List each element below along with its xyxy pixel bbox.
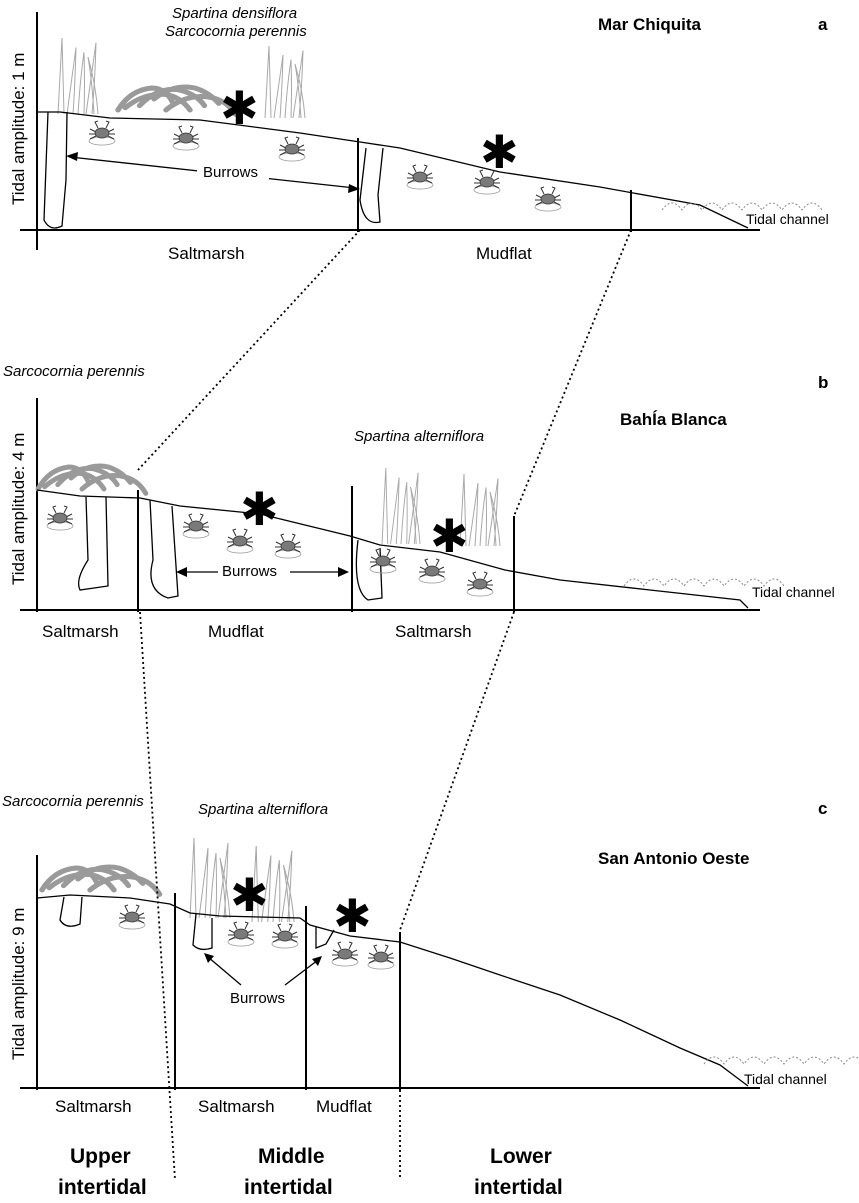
panel-b-channel-label: Tidal channel [752, 584, 835, 600]
sarcocornia-plant [42, 867, 160, 894]
burrow-outline [359, 147, 384, 224]
panel-b-site-name: BahÍa Blanca [620, 410, 727, 429]
intertidal-labels: Upper intertidal Middle intertidal Lower… [58, 1145, 563, 1199]
arrowhead [348, 184, 360, 193]
panel-c-axes [20, 855, 760, 1090]
panel-c-burrows-label: Burrows [230, 990, 285, 1007]
panel-a-channel-label: Tidal channel [746, 211, 829, 227]
panel-c-zone-saltmarsh: Saltmarsh [55, 1097, 132, 1116]
burrow-outline [355, 539, 383, 601]
panel-a-burrows-label: Burrows [203, 164, 258, 181]
burrow-outline [43, 111, 68, 229]
panel-b-species-spartina: Spartina alterniflora [354, 428, 484, 445]
crab-icon [227, 921, 255, 947]
burrow-outline [77, 496, 109, 591]
panel-c-zone-saltmarsh: Saltmarsh [198, 1097, 275, 1116]
panel-b-ground-profile [36, 489, 749, 609]
middle-intertidal-label-line1: Middle [258, 1145, 325, 1168]
panel-c-letter: c [818, 799, 827, 818]
panel-c-ylabel: Tidal amplitude: 9 m [9, 908, 28, 1060]
crab-icon [369, 548, 397, 574]
crab-icon [406, 164, 434, 190]
crab-icon [182, 513, 210, 539]
sarcocornia-plant [38, 466, 146, 493]
burrows-arrow [207, 956, 242, 986]
panel-c-channel-label: Tidal channel [744, 1071, 827, 1087]
panel-a-site-name: Mar Chiquita [598, 15, 701, 34]
tidal-channel-waves [661, 202, 823, 211]
crab-icon [274, 533, 302, 559]
crab-icon [46, 505, 74, 531]
panel-c-ground-profile [36, 894, 749, 1087]
panel-a-species-spartina: Spartina densiflora [172, 5, 297, 22]
connector-line [399, 611, 515, 931]
panel-a-axes [20, 12, 760, 250]
spartina-alterniflora-plant [189, 837, 231, 919]
panel-b-zone-mudflat: Mudflat [208, 622, 264, 641]
upper-intertidal-label-line2: intertidal [58, 1176, 147, 1199]
sarcocornia-plant [118, 87, 236, 114]
panel-b-species-sarcocornia: Sarcocornia perennis [3, 363, 145, 380]
panel-a-letter: a [818, 15, 828, 34]
arrowhead [204, 953, 214, 963]
burrow-outline [59, 896, 83, 927]
burrow-outline [315, 926, 335, 949]
crab-icon [331, 941, 359, 967]
asterisk-symbol: ✱ [240, 482, 279, 536]
burrow-outline [192, 913, 213, 951]
lower-intertidal-label-line1: Lower [490, 1145, 552, 1168]
panel-a-species-sarcocornia: Sarcocornia perennis [165, 23, 307, 40]
panel-c: Tidal amplitude: 9 m Sarcocornia perenni… [2, 793, 859, 1116]
arrowhead [176, 567, 187, 577]
spartina-densiflora-plant [57, 37, 99, 115]
crab-icon [118, 904, 146, 930]
spartina-densiflora-plant [264, 45, 306, 119]
panel-a-ylabel: Tidal amplitude: 1 m [9, 53, 28, 205]
crab-icon [367, 944, 395, 970]
asterisk-symbol: ✱ [230, 868, 269, 922]
arrowhead [66, 152, 78, 161]
burrow-outline [149, 499, 179, 599]
crab-icon [278, 136, 306, 162]
arrowhead [338, 567, 349, 577]
upper-intertidal-label-line1: Upper [70, 1145, 131, 1168]
panel-b: Tidal amplitude: 4 m Sarcocornia perenni… [3, 363, 835, 641]
connector-line [139, 611, 176, 1181]
panel-a-zone-mudflat: Mudflat [476, 244, 532, 263]
asterisk-symbol: ✱ [333, 889, 372, 943]
tidal-channel-waves [703, 1056, 859, 1065]
middle-intertidal-label-line2: intertidal [244, 1176, 333, 1199]
crab-icon [271, 923, 299, 949]
burrows-arrow [284, 959, 319, 986]
connector-line [513, 229, 632, 517]
panel-b-axes [20, 398, 760, 612]
asterisk-symbol: ✱ [430, 509, 469, 563]
crab-icon [172, 125, 200, 151]
panel-c-species-spartina: Spartina alterniflora [198, 801, 328, 818]
panel-a: Tidal amplitude: 1 m Spartina densiflora… [9, 5, 829, 263]
spartina-alterniflora-plant [381, 467, 421, 545]
lower-intertidal-label-line2: intertidal [474, 1176, 563, 1199]
panel-b-letter: b [818, 373, 828, 392]
panel-b-zone-saltmarsh: Saltmarsh [395, 622, 472, 641]
asterisk-symbol: ✱ [480, 125, 519, 179]
panel-c-species-sarcocornia: Sarcocornia perennis [2, 793, 144, 810]
panel-c-zone-mudflat: Mudflat [316, 1097, 372, 1116]
crab-icon [534, 186, 562, 212]
crab-icon [466, 571, 494, 597]
asterisk-symbol: ✱ [220, 81, 259, 135]
zone-connector-lines [137, 229, 632, 1181]
panel-b-zone-saltmarsh: Saltmarsh [42, 622, 119, 641]
panel-a-zone-saltmarsh: Saltmarsh [168, 244, 245, 263]
crab-icon [88, 120, 116, 146]
panel-b-burrows-label: Burrows [222, 563, 277, 580]
connector-line [137, 229, 361, 471]
arrowhead [312, 956, 322, 966]
panel-b-ylabel: Tidal amplitude: 4 m [9, 433, 28, 585]
panel-c-site-name: San Antonio Oeste [598, 849, 749, 868]
panel-a-ground-profile [37, 111, 749, 229]
